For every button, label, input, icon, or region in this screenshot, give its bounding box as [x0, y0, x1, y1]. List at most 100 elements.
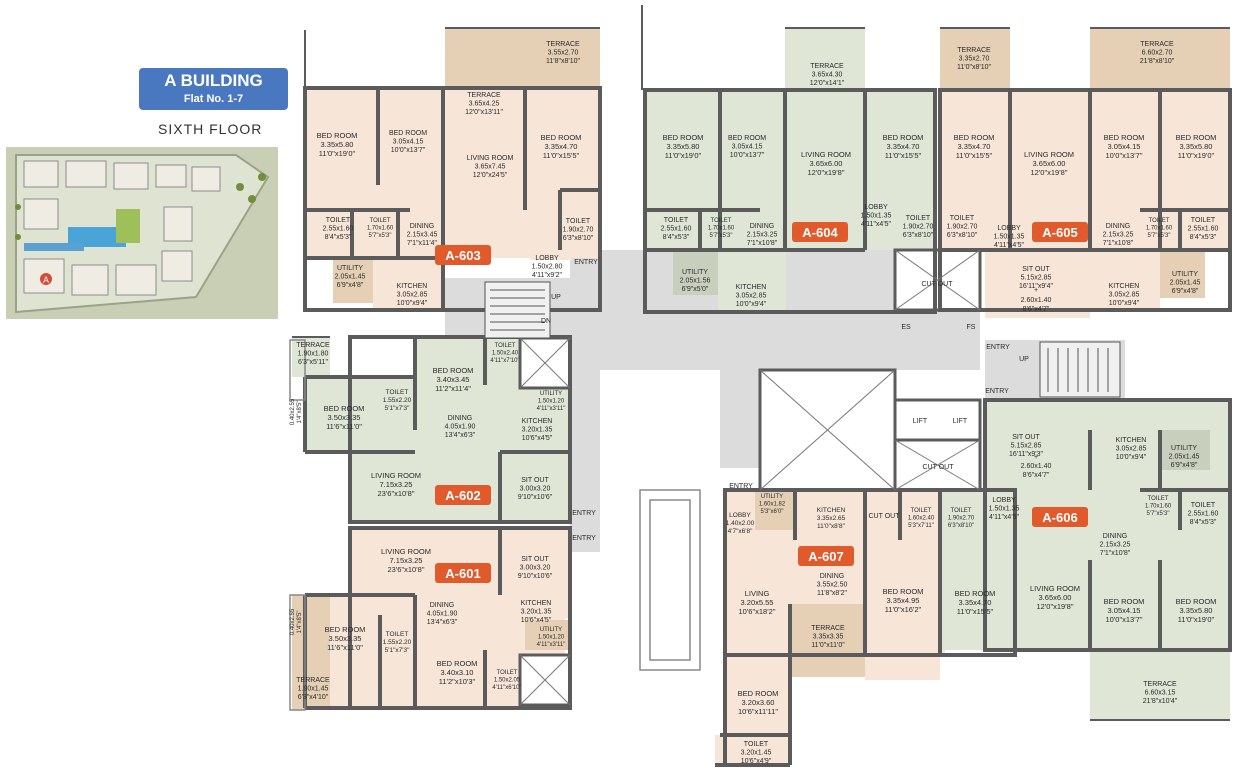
room-metric-size: 1.90x2.70 [903, 224, 934, 231]
room-metric-size: 2.55x1.60 [1188, 511, 1219, 518]
room-name: TOILET [906, 215, 931, 222]
room-metric-size: 3.65x6.00 [1039, 593, 1072, 602]
room-metric-size: 2.15x3.25 [747, 232, 778, 239]
room-name: BED ROOM [883, 133, 924, 142]
room-metric-size: 3.05x4.15 [1108, 142, 1141, 151]
room-name: BED ROOM [437, 659, 478, 668]
flat-badge [1032, 507, 1088, 527]
flat-badge [792, 222, 848, 242]
room-feet-size: 11'6"x11'0" [327, 643, 363, 652]
room-metric-size: 3.35x4.70 [959, 598, 992, 607]
room-feet-size: 4'11"x6'10" [492, 685, 521, 691]
room-metric-size: 1.50x2.80 [532, 264, 563, 271]
room-metric-size: 2.05x1.45 [335, 274, 366, 281]
room-feet-size: 5'1"x7'3" [385, 647, 410, 654]
room-feet-size: 7'1"x10'8" [747, 240, 778, 247]
room-metric-size: 7.15x3.25 [390, 556, 423, 565]
room-metric-size: 1.55x2.20 [383, 397, 412, 404]
flat-number-label: A-602 [445, 488, 480, 503]
room-feet-size: 6'3"x5'11" [298, 359, 329, 366]
room-name: LIVING ROOM [381, 547, 431, 556]
room-name: TOILET [386, 631, 409, 638]
room-metric-size: 3.00x3.20 [520, 486, 551, 493]
room-name: TOILET [495, 343, 516, 349]
room-metric-size: 2.15x3.25 [1103, 232, 1134, 239]
room-fills [292, 28, 1230, 765]
flat-numbers: Flat No. 1-7 [183, 93, 244, 105]
room-name: TOILET [1191, 502, 1216, 509]
room-feet-size: 11'0"x19'0" [665, 151, 702, 160]
room-metric-size: 3.20x5.55 [741, 598, 774, 607]
room-name: TOILET [370, 218, 391, 224]
lift-label-2: LIFT [953, 418, 968, 425]
room-feet-size: 12'0"x19'8" [1037, 602, 1074, 611]
room-metric-size: 2.55x1.60 [661, 226, 692, 233]
room-name: DINING [1106, 223, 1131, 230]
room-metric-size: 3.65x7.45 [475, 164, 506, 171]
flat-number-label: A-606 [1042, 510, 1077, 525]
room-feet-size: 21'8"x8'10" [1140, 58, 1175, 65]
room-name: BED ROOM [728, 135, 766, 142]
room-metric-size: 1.70x1.60 [1145, 504, 1172, 510]
es-label: ES [901, 324, 911, 331]
room-feet-size: 8'4"x5'3" [1190, 519, 1217, 526]
room-name: TOILET [950, 215, 975, 222]
entry-label-4: ENTRY [986, 344, 1010, 351]
room-name: TERRACE [546, 41, 580, 48]
room-feet-size: 6'9"x5'0" [682, 286, 709, 293]
flat-badge [1032, 222, 1088, 242]
room-feet-size: 11'0"x19'0" [319, 149, 356, 158]
room-name: TOILET [326, 217, 351, 224]
room-name: TERRACE [1143, 681, 1177, 688]
room-name: BED ROOM [317, 131, 358, 140]
stair-up-label: UP [551, 294, 561, 301]
room-metric-size: 6.60x3.15 [1145, 690, 1176, 697]
room-name: UTILITY [1172, 271, 1198, 278]
sitout-606-extra-ft: 8'6"x4'7" [1023, 472, 1050, 479]
room-name: UTILITY [540, 627, 562, 633]
room-name: TOILET [744, 741, 769, 748]
room-name: TERRACE [1140, 41, 1174, 48]
room-feet-size: 5'7"x5'3" [1148, 233, 1171, 239]
walls [292, 5, 1232, 767]
sitout-605-extra-ft: 8'6"x4'7" [1023, 306, 1050, 313]
entry-label-6: ENTRY [729, 483, 753, 490]
room-name: TERRACE [811, 625, 845, 632]
room-feet-size: 11'2"x10'3" [439, 677, 476, 686]
room-name: TOILET [911, 508, 932, 514]
room-name: TOILET [1149, 218, 1170, 224]
room-metric-size: 3.35x2.65 [817, 515, 846, 522]
room-metric-size: 1.60x2.40 [908, 516, 935, 522]
site-plan-graphic: A [6, 147, 278, 319]
room-feet-size: 11'0"x15'5" [956, 151, 993, 160]
room-metric-size: 3.05x2.85 [1109, 292, 1140, 299]
room-feet-size: 9'10"x10'6" [518, 573, 553, 580]
room-metric-size: 1.90x2.70 [947, 224, 978, 231]
room-name: BED ROOM [1176, 133, 1217, 142]
room-name: BED ROOM [325, 625, 366, 634]
flat-number-label: A-603 [445, 248, 480, 263]
room-metric-size: 3.20x1.35 [521, 609, 552, 616]
room-metric-size: 5.15x2.85 [1021, 275, 1052, 282]
room-name: LOBBY [535, 255, 559, 262]
room-feet-size: 6'9"x4'8" [1171, 462, 1198, 469]
